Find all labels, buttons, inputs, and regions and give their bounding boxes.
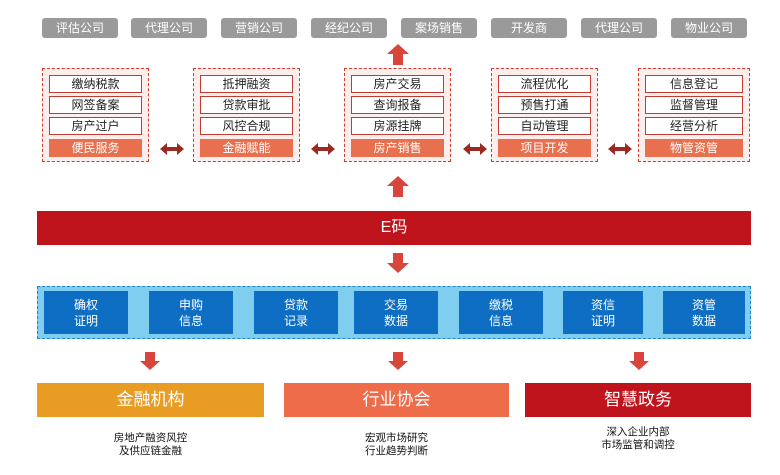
panel-highlight: 物管资管	[645, 139, 743, 157]
service-panel: 缴纳税款 网签备案 房产过户 便民服务	[42, 68, 149, 162]
category-description: 宏观市场研究 行业趋势判断	[365, 432, 428, 457]
arrow-down-icon	[140, 352, 160, 370]
e-code-bar: E码	[37, 211, 751, 245]
double-arrow-icon	[608, 143, 632, 155]
category-finance: 金融机构	[37, 383, 264, 417]
panel-item: 查询报备	[351, 96, 444, 114]
category-association: 行业协会	[284, 383, 509, 417]
data-item: 申购 信息	[149, 291, 233, 334]
panel-highlight: 房产销售	[351, 139, 444, 157]
top-label: 评估公司	[42, 18, 118, 38]
panel-item: 监督管理	[645, 96, 743, 114]
data-item: 资管 数据	[663, 291, 745, 334]
double-arrow-icon	[463, 143, 487, 155]
panel-highlight: 项目开发	[498, 139, 591, 157]
top-label: 代理公司	[581, 18, 657, 38]
panel-item: 流程优化	[498, 75, 591, 93]
top-label: 营销公司	[221, 18, 297, 38]
panel-item: 房产过户	[49, 117, 142, 135]
category-government: 智慧政务	[525, 383, 751, 417]
panel-item: 缴纳税款	[49, 75, 142, 93]
panel-highlight: 金融赋能	[200, 139, 293, 157]
panel-item: 贷款审批	[200, 96, 293, 114]
data-item: 资信 证明	[563, 291, 643, 334]
panel-highlight: 便民服务	[49, 139, 142, 157]
data-item: 缴税 信息	[459, 291, 543, 334]
top-label: 代理公司	[131, 18, 207, 38]
service-panel: 房产交易 查询报备 房源挂牌 房产销售	[344, 68, 451, 162]
arrow-down-icon	[629, 352, 649, 370]
panel-item: 信息登记	[645, 75, 743, 93]
double-arrow-icon	[311, 143, 335, 155]
arrow-down-icon	[387, 253, 409, 273]
panel-item: 房源挂牌	[351, 117, 444, 135]
service-panel: 抵押融资 贷款审批 风控合规 金融赋能	[193, 68, 300, 162]
panel-item: 预售打通	[498, 96, 591, 114]
category-description: 房地产融资风控 及供应链金融	[113, 432, 188, 457]
panel-item: 自动管理	[498, 117, 591, 135]
arrow-up-icon	[387, 44, 409, 65]
category-description: 深入企业内部 市场监管和调控	[601, 426, 675, 451]
top-label: 物业公司	[671, 18, 747, 38]
service-panel: 信息登记 监督管理 经营分析 物管资管	[638, 68, 750, 162]
panel-item: 网签备案	[49, 96, 142, 114]
data-item: 交易 数据	[354, 291, 438, 334]
service-panel: 流程优化 预售打通 自动管理 项目开发	[491, 68, 598, 162]
arrow-up-icon	[387, 176, 409, 197]
panel-item: 经营分析	[645, 117, 743, 135]
panel-item: 房产交易	[351, 75, 444, 93]
data-item: 确权 证明	[44, 291, 128, 334]
top-label: 经纪公司	[311, 18, 387, 38]
panel-item: 风控合规	[200, 117, 293, 135]
top-label: 开发商	[491, 18, 567, 38]
double-arrow-icon	[160, 143, 184, 155]
data-item: 贷款 记录	[254, 291, 338, 334]
top-label: 案场销售	[401, 18, 477, 38]
arrow-down-icon	[388, 352, 408, 370]
panel-item: 抵押融资	[200, 75, 293, 93]
